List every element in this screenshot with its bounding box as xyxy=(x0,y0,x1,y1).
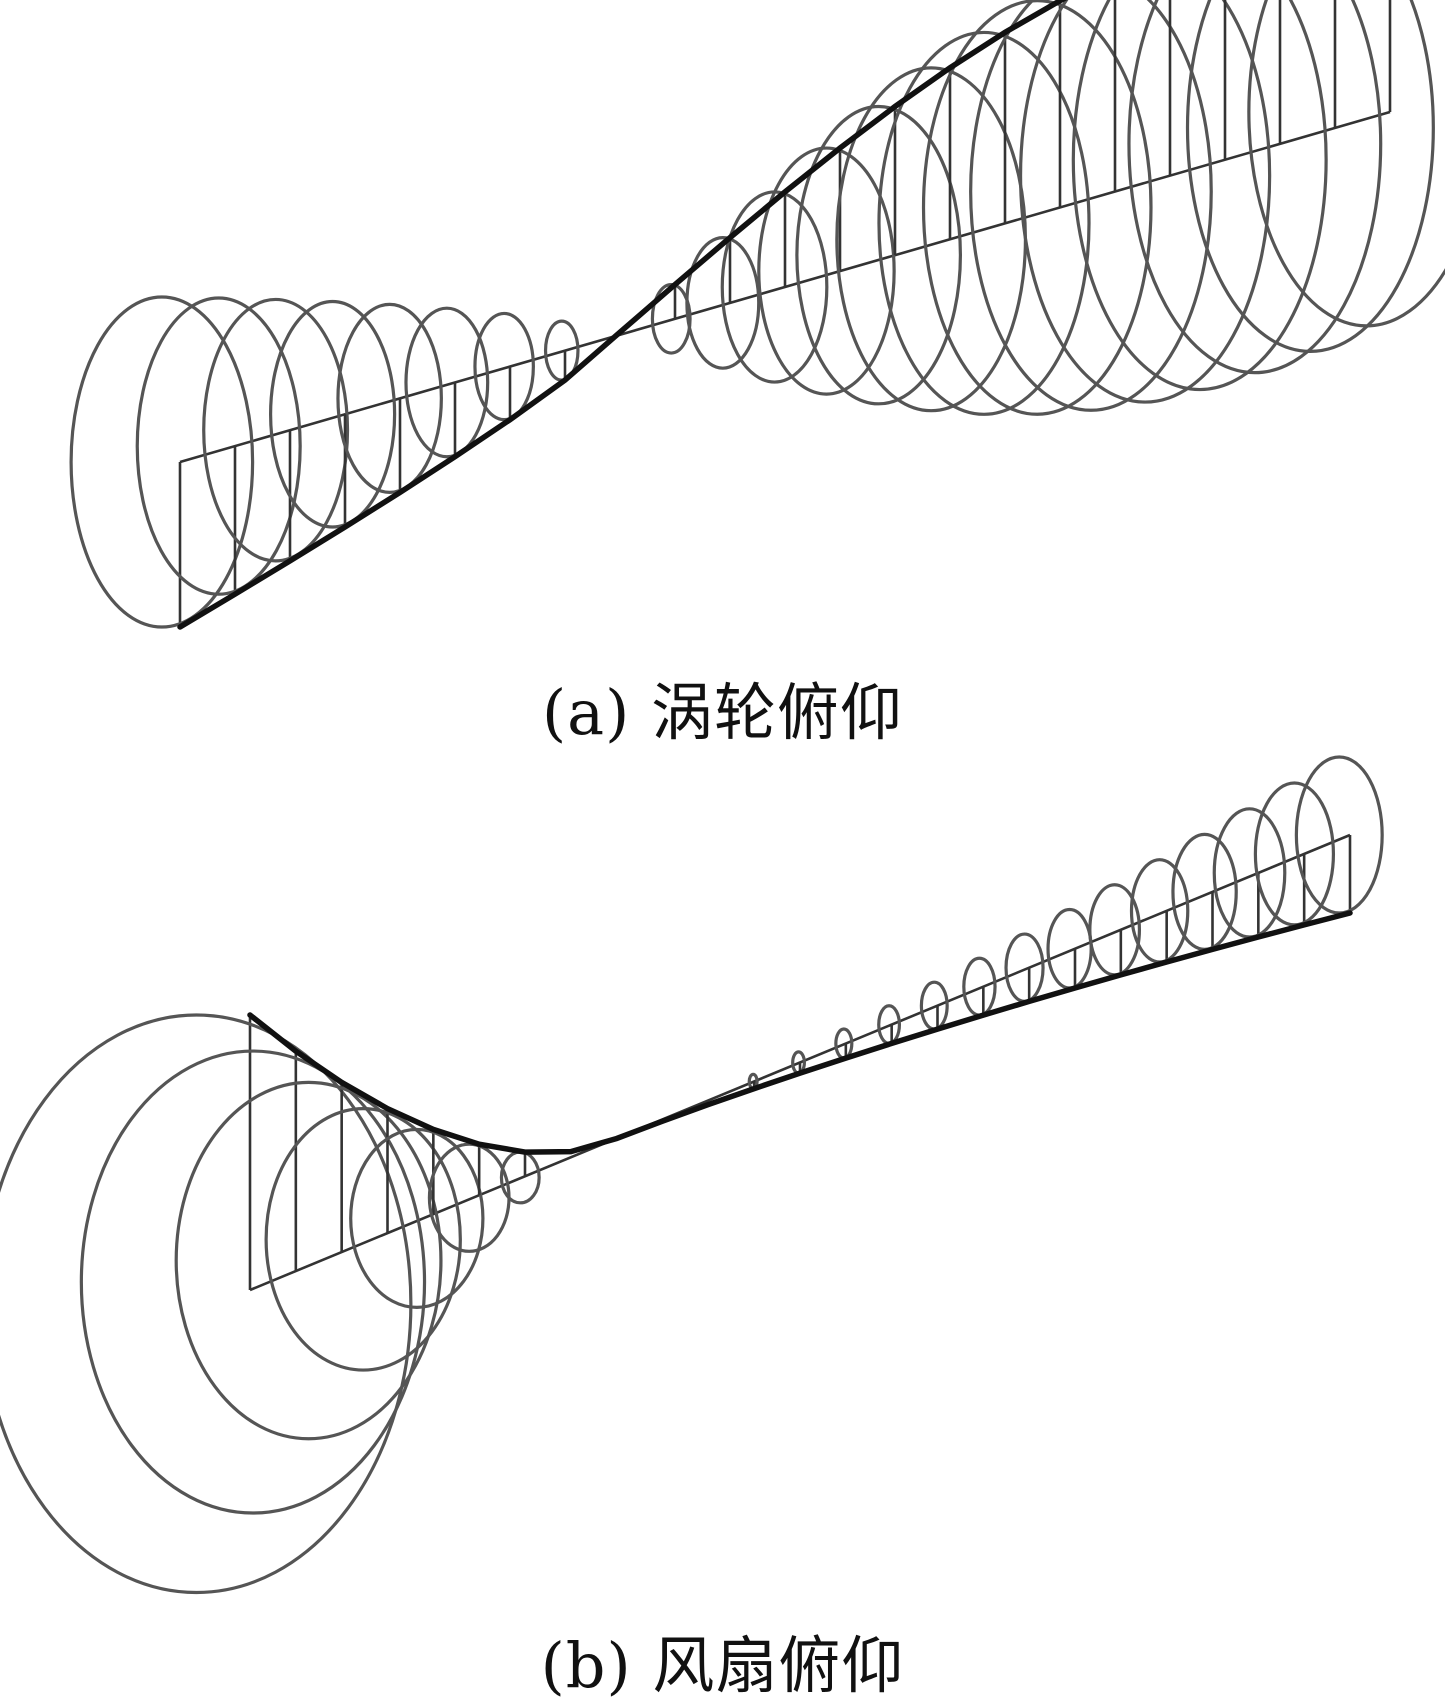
orbit-ring xyxy=(1018,0,1272,404)
orbit-ring xyxy=(0,1013,413,1595)
orbit-ring xyxy=(427,1142,511,1253)
figure-panel-a xyxy=(0,0,1445,760)
orbit-ring xyxy=(1046,907,1093,990)
orbit-ring xyxy=(1212,807,1287,939)
orbit-ring xyxy=(404,306,490,459)
orbit-ring xyxy=(1185,0,1435,353)
orbit-ring xyxy=(1129,858,1190,964)
orbit-ring xyxy=(349,1127,485,1309)
orbit-ring xyxy=(174,1080,443,1441)
fan-pitch-mode-diagram xyxy=(0,755,1384,1595)
mode-shape-curve xyxy=(247,910,1353,1155)
orbit-ring xyxy=(1247,0,1445,328)
orbit-ring xyxy=(1253,781,1336,927)
orbit-ring xyxy=(79,1049,427,1515)
orbit-ring xyxy=(921,0,1153,416)
orbit-ring xyxy=(336,302,443,494)
mode-shape-curve xyxy=(177,0,1068,630)
orbit-ring xyxy=(264,1107,462,1372)
caption-fan-pitch: (b) 风扇俯仰 xyxy=(540,1629,905,1702)
orbit-ring xyxy=(202,297,350,563)
orbit-ring xyxy=(1004,932,1045,1003)
orbit-ring xyxy=(1294,755,1384,915)
orbit-ring xyxy=(795,104,963,406)
orbit-ring xyxy=(962,956,997,1017)
orbit-ring xyxy=(135,296,302,596)
orbit-ring xyxy=(268,299,397,529)
orbit-ring xyxy=(69,295,255,629)
caption-turbine-pitch: (a) 涡轮俯仰 xyxy=(541,676,904,749)
orbit-ring xyxy=(969,0,1213,412)
orbit-ring xyxy=(1171,832,1238,951)
orbit-ring xyxy=(877,30,1091,416)
orbit-ring xyxy=(685,236,761,370)
turbine-pitch-mode-diagram xyxy=(69,0,1445,630)
orbit-ring xyxy=(1127,0,1383,375)
orbit-ring xyxy=(473,311,535,422)
orbit-ring xyxy=(757,146,896,396)
orbit-ring xyxy=(1071,0,1328,392)
